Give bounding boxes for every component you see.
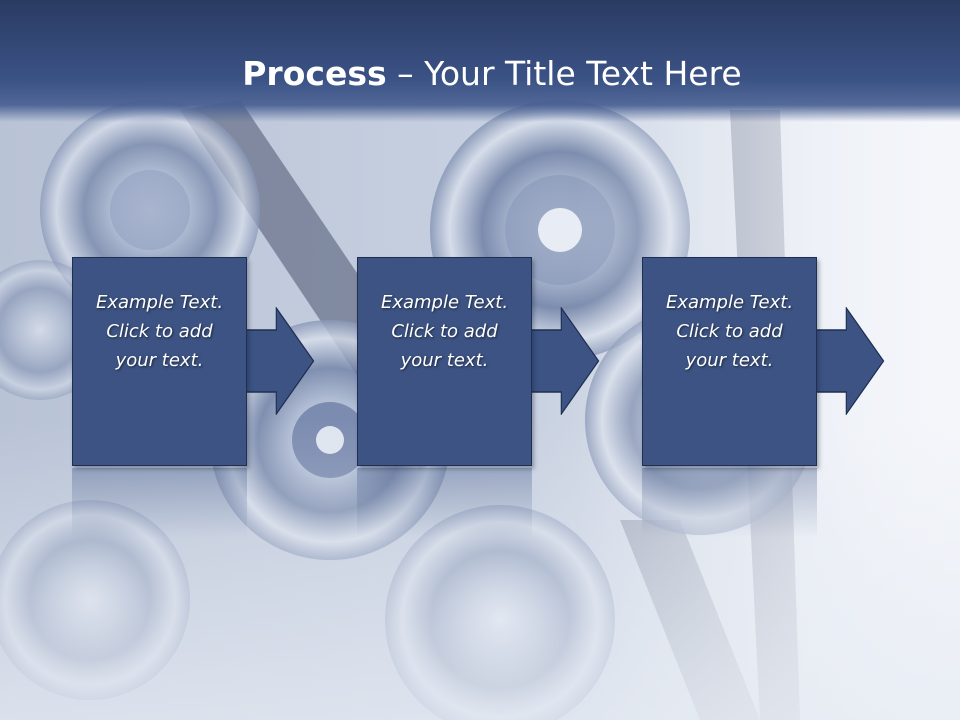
step-3-text: Example Text. Click to add your text. — [665, 292, 794, 371]
title-rest-part: – Your Title Text Here — [386, 54, 742, 93]
step-1-arrow-icon — [245, 307, 315, 415]
step-3-arrow-icon — [815, 307, 885, 415]
step-1-text: Example Text. Click to add your text. — [95, 292, 224, 371]
step-3-reflection — [642, 468, 817, 538]
step-2-text: Example Text. Click to add your text. — [380, 292, 509, 371]
step-2-box[interactable]: Example Text. Click to add your text. — [357, 257, 532, 466]
step-2-reflection — [357, 468, 532, 538]
title-bold-part: Process — [242, 54, 387, 93]
step-2-arrow-icon — [530, 307, 600, 415]
step-1-box[interactable]: Example Text. Click to add your text. — [72, 257, 247, 466]
title-bar — [0, 0, 960, 122]
step-3-box[interactable]: Example Text. Click to add your text. — [642, 257, 817, 466]
slide-title[interactable]: Process – Your Title Text Here — [0, 52, 960, 96]
step-1-reflection — [72, 468, 247, 538]
